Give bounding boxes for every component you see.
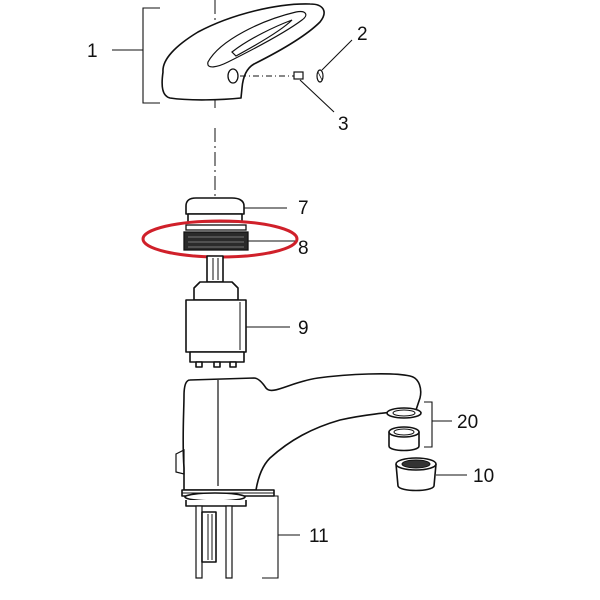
aerator — [395, 457, 467, 492]
leader-1 — [112, 7, 160, 104]
mounting-set — [184, 492, 300, 579]
label-20: 20 — [457, 412, 478, 433]
set-screw — [293, 71, 335, 113]
label-7: 7 — [298, 198, 309, 219]
label-1: 1 — [87, 41, 98, 62]
lock-nut — [183, 224, 296, 251]
label-2: 2 — [357, 24, 368, 45]
cap-plug — [316, 39, 353, 83]
label-10: 10 — [473, 466, 494, 487]
label-9: 9 — [298, 318, 309, 339]
cartridge — [185, 255, 290, 368]
label-3: 3 — [338, 114, 349, 135]
lever-handle — [161, 3, 325, 101]
adapter-cover — [185, 197, 287, 223]
label-11: 11 — [309, 526, 329, 547]
aerator-seal-set — [386, 401, 452, 452]
label-8: 8 — [298, 238, 309, 259]
faucet-body — [175, 373, 422, 497]
